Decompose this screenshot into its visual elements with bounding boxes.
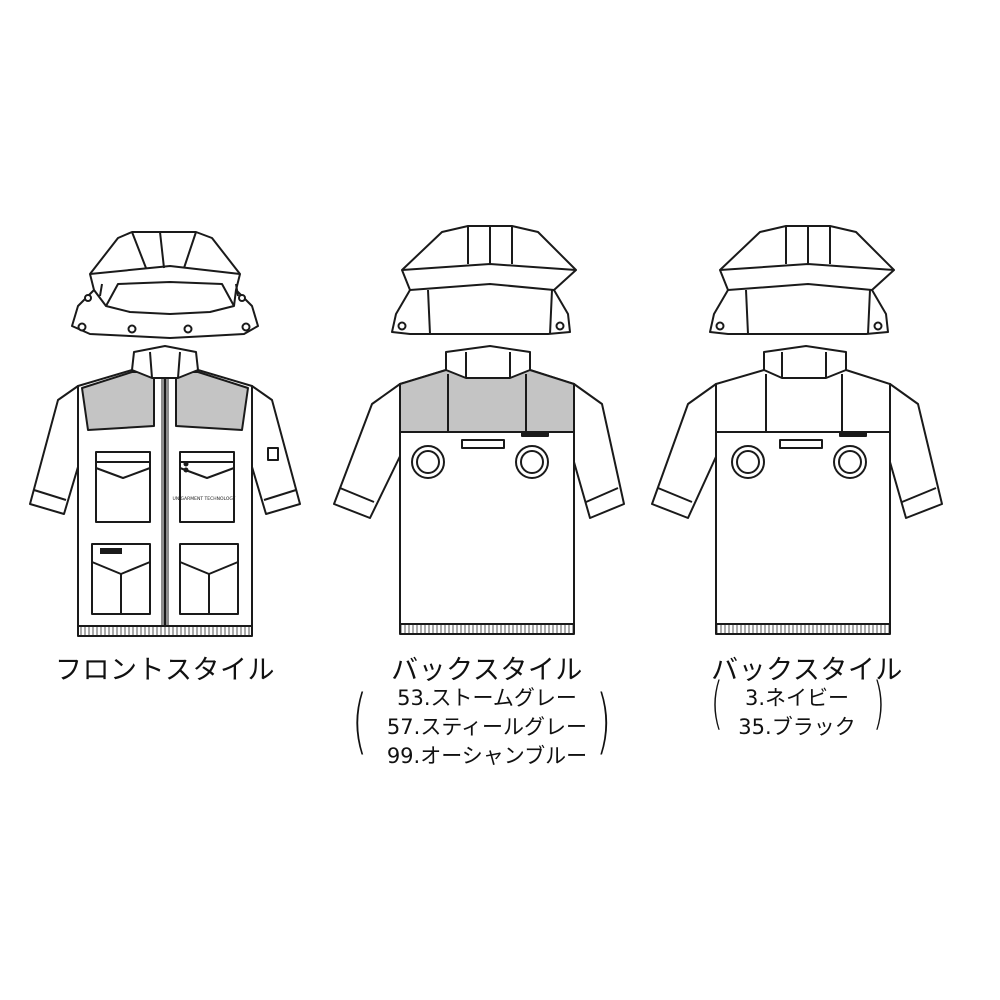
back-dark-caption: バックスタイル — [711, 655, 903, 686]
back-grey-hood — [391, 225, 577, 335]
front-hood — [71, 231, 259, 339]
back-grey-color-3: 99.オーシャンブルー — [386, 744, 588, 768]
back-dark-open-paren: ( — [710, 671, 723, 736]
back-grey-jacket — [333, 345, 625, 635]
back-grey-color-2: 57.スティールグレー — [386, 715, 588, 739]
back-dark-hood — [709, 225, 895, 335]
back-grey-close-paren: ) — [596, 680, 612, 762]
back-dark-color-2: 35.ブラック — [738, 715, 856, 739]
back-dark-color-1: 3.ネイビー — [744, 686, 850, 710]
front-jacket — [29, 345, 301, 637]
back-dark-jacket — [651, 345, 943, 635]
back-grey-color-list: 53.ストームグレー 57.スティールグレー 99.オーシャンブルー — [372, 684, 602, 771]
back-dark-close-paren: ) — [872, 671, 885, 736]
back-grey-open-paren: ( — [352, 680, 368, 762]
back-grey-color-1: 53.ストームグレー — [397, 686, 577, 710]
front-chest-logo: UNIGARMENT TECHNOLOGY — [173, 496, 236, 502]
back-grey-caption: バックスタイル — [391, 655, 583, 686]
back-dark-color-list: 3.ネイビー 35.ブラック — [722, 684, 872, 742]
front-caption: フロントスタイル — [55, 655, 275, 686]
front-patch-logo-icon — [100, 548, 122, 554]
